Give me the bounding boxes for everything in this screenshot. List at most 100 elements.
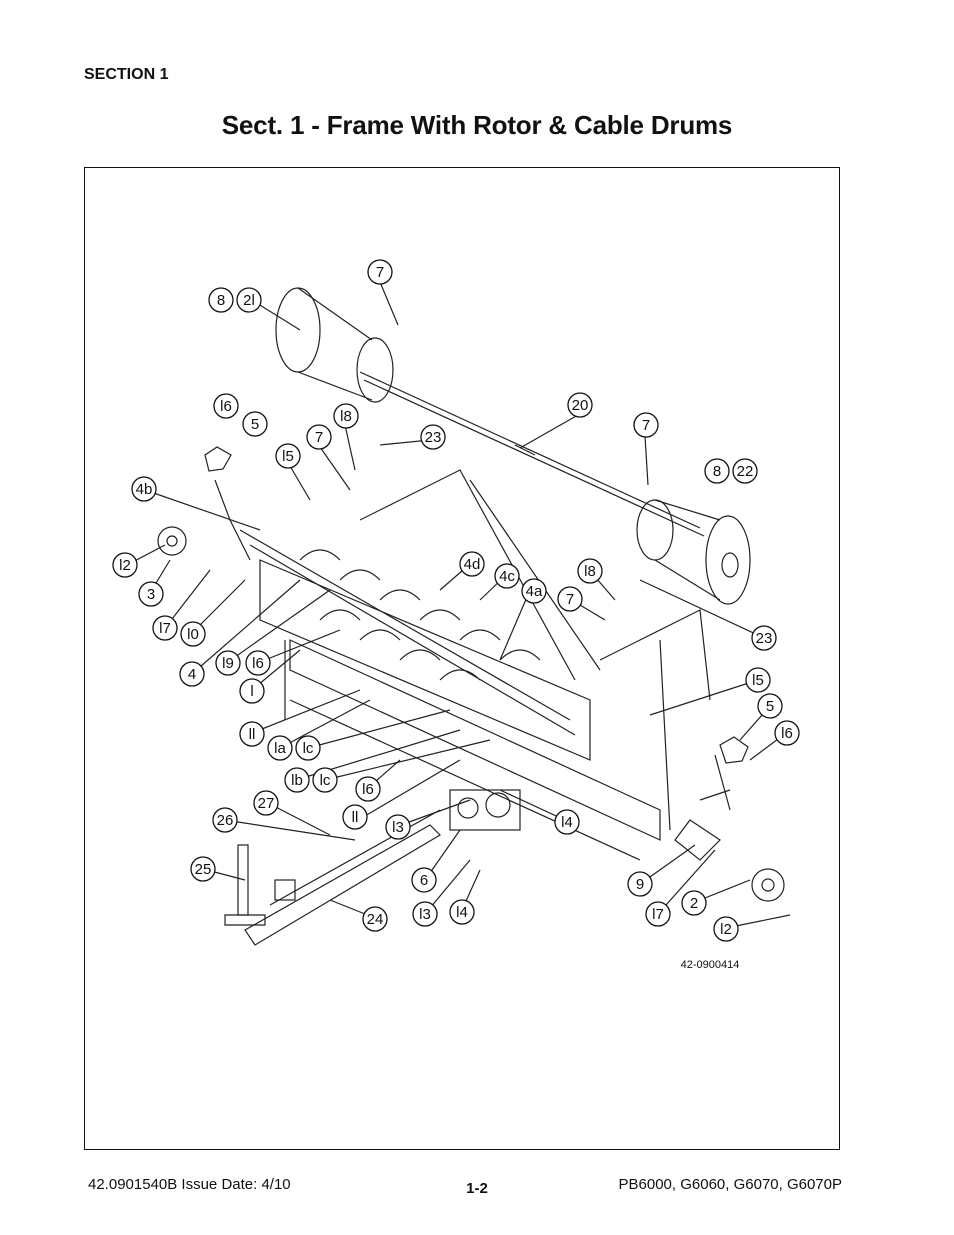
- callout-label: 7: [376, 264, 384, 281]
- callout-bubble: [521, 578, 547, 604]
- callout-bubble: [245, 650, 271, 676]
- callout-label: l3: [392, 819, 404, 836]
- callout-label: l7: [652, 906, 664, 923]
- callout-label: 2: [690, 895, 698, 912]
- callout-bubble: [179, 661, 205, 687]
- callout-label: lb: [291, 772, 303, 789]
- callout-bubble: [633, 412, 659, 438]
- callout-bubble: [757, 693, 783, 719]
- callout-label: l6: [252, 655, 264, 672]
- callout-label: l: [250, 683, 253, 700]
- callout-bubble: [312, 767, 338, 793]
- callout-bubble: [420, 424, 446, 450]
- callout-label: l6: [220, 398, 232, 415]
- callout-bubble: [239, 678, 265, 704]
- callout-bubble: [342, 804, 368, 830]
- callout-bubble: [213, 393, 239, 419]
- callout-bubble: [242, 411, 268, 437]
- callout-bubble: [645, 901, 671, 927]
- callout-label: ll: [352, 809, 359, 826]
- callout-bubble: [275, 443, 301, 469]
- callout-label: 7: [566, 591, 574, 608]
- callout-label: 24: [367, 911, 384, 928]
- callout-bubble: [554, 809, 580, 835]
- callout-label: 4a: [526, 583, 543, 600]
- callout-label: 5: [766, 698, 774, 715]
- callout-bubble: [253, 790, 279, 816]
- callout-label: 4: [188, 666, 196, 683]
- callout-bubble: [239, 721, 265, 747]
- diagram-frame: [84, 167, 840, 1150]
- callout-bubble: [355, 776, 381, 802]
- callout-bubble: [131, 476, 157, 502]
- callout-bubble: [459, 551, 485, 577]
- callout-bubble: [704, 458, 730, 484]
- callout-label: l3: [419, 906, 431, 923]
- callout-bubble: [567, 392, 593, 418]
- callout-label: 8: [713, 463, 721, 480]
- drawing-number: 42-0900414: [681, 959, 740, 971]
- callout-label: 26: [217, 812, 234, 829]
- callout-label: 6: [420, 872, 428, 889]
- callout-bubble: [494, 563, 520, 589]
- callout-label: l9: [222, 655, 234, 672]
- section-label: SECTION 1: [84, 66, 169, 83]
- callout-bubble: [362, 906, 388, 932]
- callout-bubble: [751, 625, 777, 651]
- callout-label: 23: [425, 429, 442, 446]
- callout-bubble: [681, 890, 707, 916]
- callout-label: l2: [720, 921, 732, 938]
- callout-bubble: [236, 287, 262, 313]
- callout-label: 23: [756, 630, 773, 647]
- callout-bubble: [180, 621, 206, 647]
- callout-bubble: [385, 814, 411, 840]
- callout-bubble: [412, 901, 438, 927]
- callout-bubble: [367, 259, 393, 285]
- callout-bubble: [152, 615, 178, 641]
- callout-label: la: [274, 740, 286, 757]
- callout-bubble: [732, 458, 758, 484]
- callout-bubble: [774, 720, 800, 746]
- callout-label: 2l: [243, 292, 255, 309]
- callout-bubble: [138, 581, 164, 607]
- callout-bubble: [212, 807, 238, 833]
- page-number: 1-2: [466, 1180, 488, 1197]
- callout-bubble: [215, 650, 241, 676]
- callout-label: 7: [315, 429, 323, 446]
- callout-label: l6: [362, 781, 374, 798]
- callout-label: lc: [303, 740, 314, 757]
- callout-label: 8: [217, 292, 225, 309]
- callout-label: l8: [584, 563, 596, 580]
- callout-label: 4b: [136, 481, 153, 498]
- callout-bubble: [333, 403, 359, 429]
- callout-label: l4: [561, 814, 573, 831]
- callout-bubble: [284, 767, 310, 793]
- callout-bubble: [577, 558, 603, 584]
- callout-bubble: [190, 856, 216, 882]
- callout-label: 4d: [464, 556, 481, 573]
- callout-label: 4c: [499, 568, 515, 585]
- callout-label: l6: [781, 725, 793, 742]
- callout-bubble: [208, 287, 234, 313]
- page-title: Sect. 1 - Frame With Rotor & Cable Drums: [221, 110, 733, 140]
- callout-label: 9: [636, 876, 644, 893]
- model-list: PB6000, G6060, G6070, G6070P: [618, 1176, 843, 1193]
- callout-bubble: [557, 586, 583, 612]
- callout-label: l2: [119, 557, 131, 574]
- callout-label: 7: [642, 417, 650, 434]
- callout-bubble: [267, 735, 293, 761]
- callout-bubble: [112, 552, 138, 578]
- callout-label: lc: [320, 772, 331, 789]
- callout-label: ll: [249, 726, 256, 743]
- callout-label: l5: [752, 672, 764, 689]
- callout-label: 20: [572, 397, 589, 414]
- callout-bubble: [306, 424, 332, 450]
- callout-bubble: [449, 899, 475, 925]
- callout-label: 27: [258, 795, 275, 812]
- callout-label: l8: [340, 408, 352, 425]
- callout-label: 22: [737, 463, 754, 480]
- callout-bubble: [627, 871, 653, 897]
- callout-bubble: [295, 735, 321, 761]
- callout-label: l0: [187, 626, 199, 643]
